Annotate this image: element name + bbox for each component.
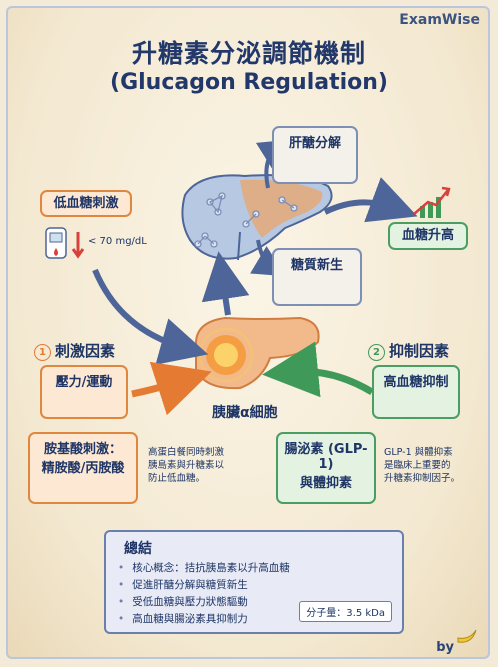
hyperglycemia-label: 高血糖抑制 [383, 375, 449, 390]
summary-list: 核心概念：拮抗胰島素以升高血糖 促進肝醣分解與糖質新生 受低血糖與壓力狀態驅動 … [118, 560, 290, 628]
hyperglycemia-box: 高血糖抑制 [372, 365, 460, 419]
summary-point: 高血糖與腸泌素具抑制力 [118, 611, 290, 628]
amino-acid-line2: 精胺酸/丙胺酸 [41, 461, 125, 476]
summary-point: 促進肝醣分解與糖質新生 [118, 577, 290, 594]
liver-to-gluconeogenesis-arrow [250, 239, 286, 277]
summary-point: 核心概念：拮抗胰島素以升高血糖 [118, 560, 290, 577]
inhibitors-heading-text: 抑制因素 [389, 342, 450, 360]
glp1-box: 腸泌素 (GLP-1) 與體抑素 [276, 432, 376, 504]
pancreas-illustration [194, 316, 320, 390]
banana-icon [457, 629, 477, 643]
page-title: 升糖素分泌調節機制 [131, 39, 366, 68]
stimulators-number: 1 [34, 344, 51, 361]
glucose-threshold: < 70 mg/dL [88, 236, 147, 247]
glycogenolysis-box: 肝醣分解 [272, 126, 358, 184]
liver-illustration [181, 174, 333, 261]
pancreas-alpha-cell-label: 胰臟α細胞 [212, 405, 278, 421]
summary-point: 受低血糖與壓力狀態驅動 [118, 594, 290, 611]
molecular-weight-badge: 分子量：3.5 kDa [299, 601, 392, 622]
glycogenolysis-label: 肝醣分解 [288, 136, 341, 151]
stimulators-note-line: 高蛋白餐同時刺激 [148, 447, 225, 458]
page-subtitle: (Glucagon Regulation) [110, 70, 388, 95]
glucometer-illustration [45, 227, 85, 259]
inhibitors-note-line: GLP-1 與體抑素 [384, 447, 453, 458]
stimulators-note-line: 胰島素與升糖素以 [148, 460, 225, 471]
summary-panel: 總結 核心概念：拮抗胰島素以升高血糖 促進肝醣分解與糖質新生 受低血糖與壓力狀態… [104, 530, 404, 634]
stimulators-note-line: 防止低血糖。 [148, 473, 206, 484]
stimulator-arrow [131, 361, 212, 416]
inhibitors-note-line: 是臨床上重要的 [384, 460, 451, 471]
inhibitors-note-line: 升糖素抑制因子。 [384, 473, 461, 484]
stress-exercise-label: 壓力/運動 [55, 375, 113, 390]
gluconeogenesis-label: 糖質新生 [290, 258, 343, 273]
amino-acid-box: 胺基酸刺激： 精胺酸/丙胺酸 [28, 432, 138, 504]
inhibitors-number: 2 [368, 344, 385, 361]
liver-to-result-arrow [323, 177, 418, 223]
stimulators-note: 高蛋白餐同時刺激 胰島素與升糖素以 防止低血糖。 [148, 446, 224, 485]
inhibitors-note: GLP-1 與體抑素 是臨床上重要的 升糖素抑制因子。 [384, 446, 460, 485]
blood-glucose-rise-box: 血糖升高 [388, 222, 468, 250]
stress-exercise-box: 壓力/運動 [40, 365, 128, 419]
summary-heading: 總結 [124, 541, 152, 557]
hypoglycemia-label: 低血糖刺激 [53, 196, 119, 211]
signature: by [436, 640, 454, 655]
brand-logo: ExamWise [399, 12, 480, 28]
amino-acid-line1: 胺基酸刺激： [43, 442, 122, 457]
gluconeogenesis-box: 糖質新生 [272, 248, 362, 306]
glp1-line2: 與體抑素 [299, 476, 352, 491]
pancreas-to-liver-arrow [201, 251, 250, 316]
inhibitor-arrow [262, 341, 374, 398]
stimulators-heading-text: 刺激因素 [55, 342, 116, 360]
rising-glucose-chart-icon [413, 186, 451, 218]
glp1-line1: 腸泌素 (GLP-1) [284, 442, 368, 472]
blood-glucose-rise-label: 血糖升高 [401, 228, 454, 243]
hypoglycemia-to-pancreas-arrow [92, 268, 209, 365]
hypoglycemia-box: 低血糖刺激 [40, 190, 132, 217]
